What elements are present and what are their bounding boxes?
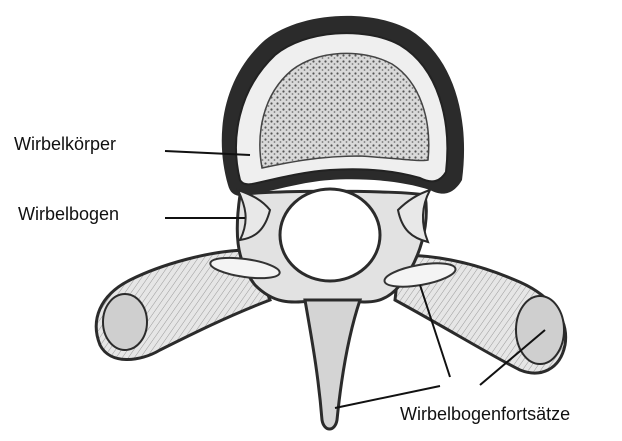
label-wirbelkoerper: Wirbelkörper bbox=[14, 135, 116, 153]
label-wirbelbogenfortsaetze: Wirbelbogenfortsätze bbox=[400, 405, 570, 423]
left-transverse-tip bbox=[103, 294, 147, 350]
right-transverse-tip bbox=[516, 296, 564, 364]
spinous-process bbox=[305, 300, 360, 429]
vertebral-foramen bbox=[280, 189, 380, 281]
label-wirbelbogen: Wirbelbogen bbox=[18, 205, 119, 223]
